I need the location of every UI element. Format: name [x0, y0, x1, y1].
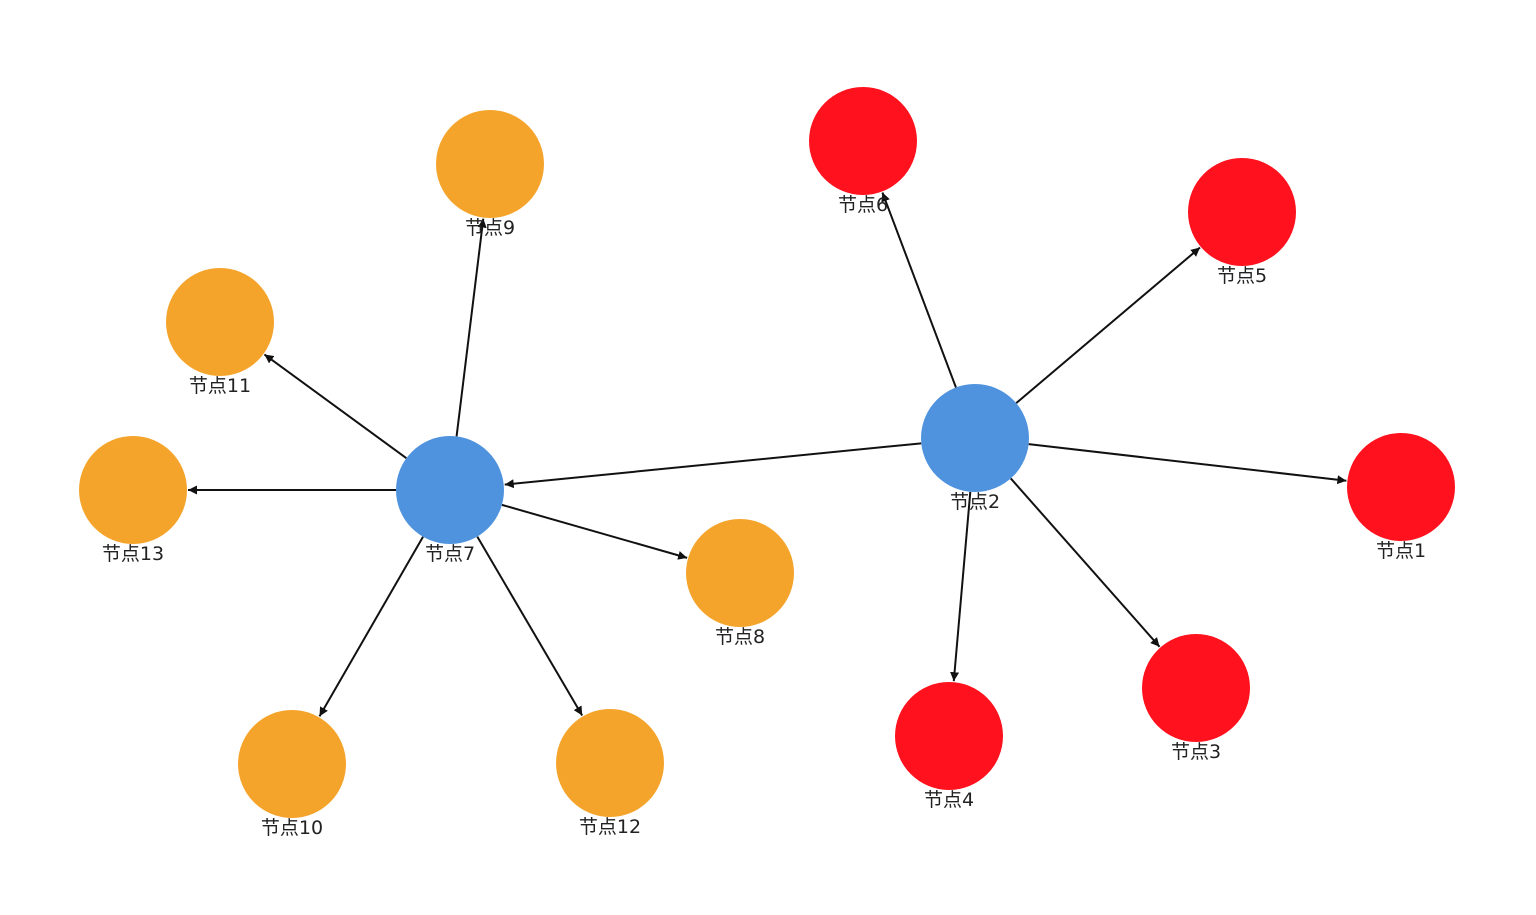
node-n1[interactable]: [1347, 433, 1455, 541]
node-n7[interactable]: [396, 436, 504, 544]
node-label-n2: 节点2: [950, 491, 1000, 513]
edge-n2-n4: [950, 491, 972, 682]
node-n6[interactable]: [809, 87, 917, 195]
node-label-n1: 节点1: [1376, 540, 1426, 562]
node-label-n3: 节点3: [1171, 741, 1221, 763]
nodes-layer: [79, 87, 1455, 818]
node-n13[interactable]: [79, 436, 187, 544]
node-n2[interactable]: [921, 384, 1029, 492]
node-n9[interactable]: [436, 110, 544, 218]
node-label-n6: 节点6: [838, 194, 888, 216]
node-n10[interactable]: [238, 710, 346, 818]
node-label-n7: 节点7: [425, 543, 475, 565]
edge-n7-n9: [455, 218, 487, 437]
node-label-n4: 节点4: [924, 789, 974, 811]
edge-n2-n7: [504, 442, 922, 489]
node-label-n8: 节点8: [715, 626, 765, 648]
node-n8[interactable]: [686, 519, 794, 627]
edge-n2-n3: [1010, 477, 1161, 648]
labels-layer: 节点1 节点2 节点3 节点4 节点5 节点6 节点7 节点8 节点9 节点10 节点11 节点12 节…: [102, 194, 1426, 839]
node-label-n13: 节点13: [102, 543, 164, 565]
edge-n2-n6: [881, 192, 957, 388]
node-n3[interactable]: [1142, 634, 1250, 742]
node-n4[interactable]: [895, 682, 1003, 790]
edges-layer: [188, 192, 1347, 717]
node-label-n12: 节点12: [579, 816, 641, 838]
edge-n7-n11: [263, 353, 407, 459]
edge-n2-n1: [1028, 443, 1347, 485]
node-n12[interactable]: [556, 709, 664, 817]
node-label-n9: 节点9: [465, 217, 515, 239]
node-n5[interactable]: [1188, 158, 1296, 266]
node-n11[interactable]: [166, 268, 274, 376]
node-label-n5: 节点5: [1217, 265, 1267, 287]
edge-n2-n5: [1015, 246, 1201, 404]
edge-n7-n10: [318, 536, 424, 717]
edge-n7-n8: [501, 503, 688, 560]
edge-n7-n12: [476, 536, 584, 717]
node-label-n11: 节点11: [189, 375, 251, 397]
node-label-n10: 节点10: [261, 817, 323, 839]
